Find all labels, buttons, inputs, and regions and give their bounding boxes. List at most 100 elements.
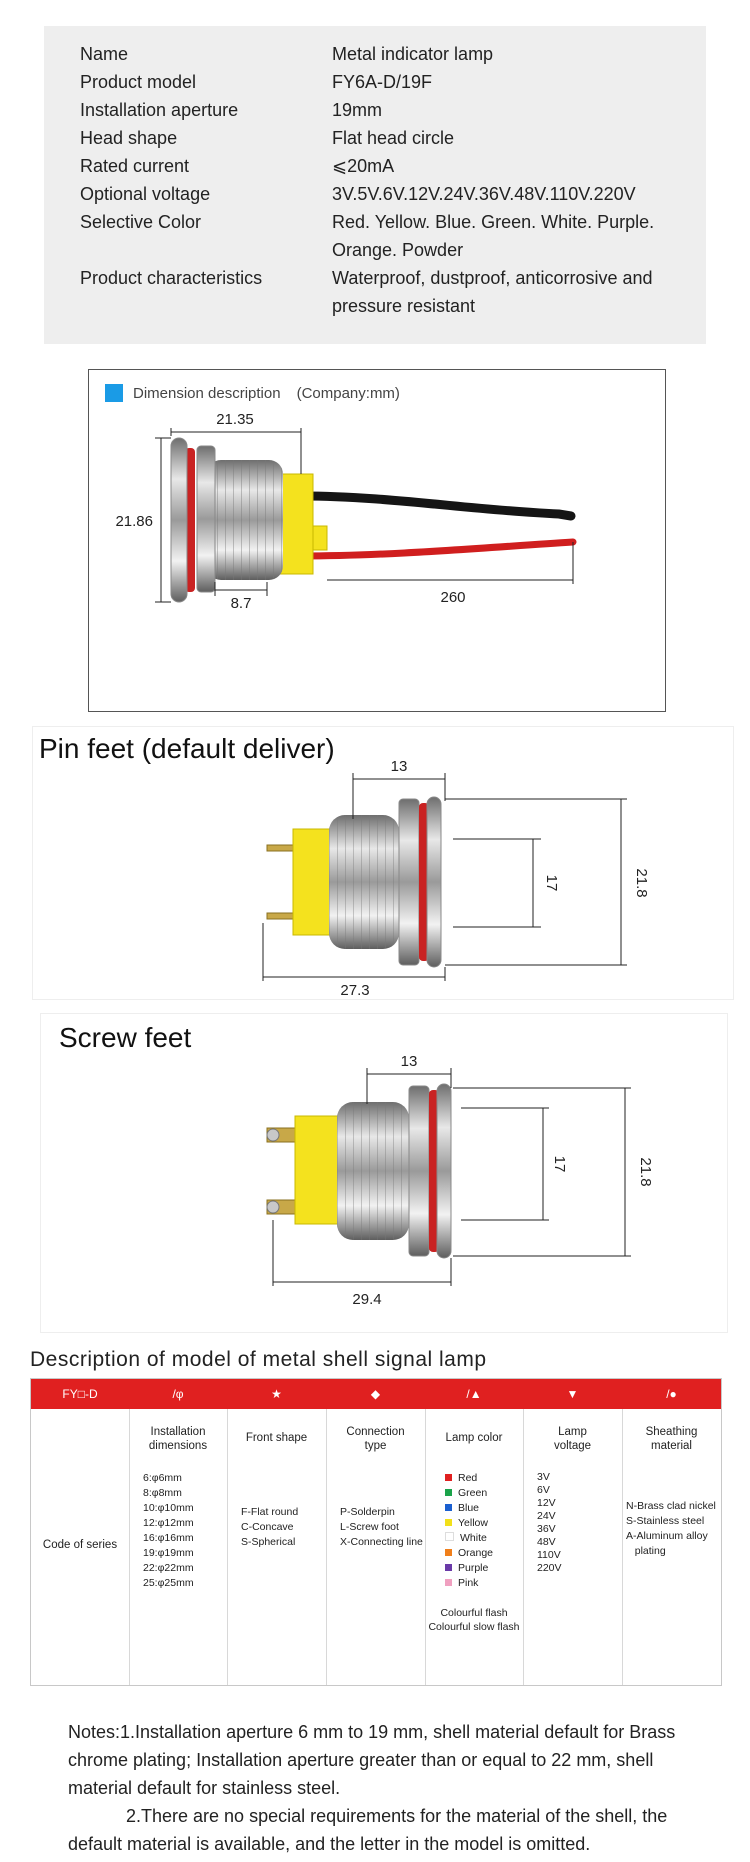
column-label: Lamp voltage bbox=[553, 1426, 592, 1452]
color-swatch bbox=[445, 1579, 452, 1586]
column-divider bbox=[326, 1409, 327, 1685]
color-swatch bbox=[445, 1549, 452, 1556]
list-item: 12:φ12mm bbox=[143, 1516, 194, 1531]
list-item: 110V bbox=[537, 1549, 562, 1562]
column-label: Sheathing material bbox=[645, 1426, 698, 1452]
list-item: 3V bbox=[537, 1471, 562, 1484]
spec-value-cont: Orange. Powder bbox=[332, 240, 464, 260]
list-item-text: 16:φ16mm bbox=[143, 1532, 194, 1544]
list-item: 25:φ25mm bbox=[143, 1576, 194, 1591]
color-swatch bbox=[445, 1489, 452, 1496]
list-item-text: Red bbox=[458, 1472, 478, 1484]
list-item-text: 36V bbox=[537, 1523, 556, 1535]
screw-inner-label: 17 bbox=[551, 1156, 568, 1173]
lamp-side-drawing: 21.35 21.86 8.7 260 bbox=[115, 411, 577, 612]
list-item-text: 48V bbox=[537, 1536, 556, 1548]
spec-value: Metal indicator lamp bbox=[332, 44, 494, 64]
screw-feet-drawing: 13 17 21.8 29.4 bbox=[266, 1053, 654, 1308]
model-header-cell: /φ bbox=[172, 1387, 184, 1401]
pin-feet-panel: Pin feet (default deliver) 13 17 21.8 27… bbox=[32, 726, 734, 1000]
note-2-line: 2.There are no special requirements for … bbox=[126, 1806, 668, 1826]
list-item: Red bbox=[445, 1471, 493, 1486]
list-item: Blue bbox=[445, 1501, 493, 1516]
screw-feet-panel: Screw feet 13 17 21.8 29.4 bbox=[40, 1013, 728, 1333]
model-table: FY□-D /φ ★ ◆ /▲ ▼ /● Code of series Inst… bbox=[30, 1378, 722, 1686]
list-item: 24V bbox=[537, 1510, 562, 1523]
list-item: 10:φ10mm bbox=[143, 1501, 194, 1516]
column-label: Connection type bbox=[346, 1426, 405, 1452]
list-item: 36V bbox=[537, 1523, 562, 1536]
spec-value: Waterproof, dustproof, anticorrosive and bbox=[332, 268, 653, 288]
list-item-text: L-Screw foot bbox=[340, 1521, 399, 1533]
list-item-text: P-Solderpin bbox=[340, 1506, 395, 1518]
model-title: Description of model of metal shell sign… bbox=[30, 1348, 487, 1371]
model-header-cell: FY□-D bbox=[62, 1387, 98, 1401]
list-item: C-Concave bbox=[241, 1520, 298, 1535]
list-item-text: 220V bbox=[537, 1562, 562, 1574]
dimension-unit: (Company:mm) bbox=[296, 385, 400, 402]
color-swatch bbox=[445, 1532, 454, 1541]
list-item-text: 12V bbox=[537, 1497, 556, 1509]
list-item-text: 19:φ19mm bbox=[143, 1547, 194, 1559]
list-item-text: plating bbox=[626, 1545, 666, 1557]
spec-key: Installation aperture bbox=[80, 100, 239, 120]
list-item: White bbox=[445, 1531, 493, 1546]
dim-thread-label: 8.7 bbox=[231, 595, 252, 612]
list-item-text: 12:φ12mm bbox=[143, 1517, 194, 1529]
note-1: Notes:1.Installation aperture 6 mm to 19… bbox=[68, 1718, 728, 1802]
list-item-text: N-Brass clad nickel bbox=[626, 1500, 716, 1512]
screw-total-label: 29.4 bbox=[352, 1291, 381, 1308]
list-item-text: S-Stainless steel bbox=[626, 1515, 705, 1527]
list-item-text: Pink bbox=[458, 1577, 479, 1589]
column-divider bbox=[129, 1409, 130, 1685]
spec-value: Red. Yellow. Blue. Green. White. Purple. bbox=[332, 212, 655, 232]
spec-value: 3V.5V.6V.12V.24V.36V.48V.110V.220V bbox=[332, 184, 636, 204]
spec-key: Head shape bbox=[80, 128, 178, 148]
list-item: 19:φ19mm bbox=[143, 1546, 194, 1561]
column-divider bbox=[425, 1409, 426, 1685]
list-item: L-Screw foot bbox=[340, 1520, 423, 1535]
column-divider bbox=[523, 1409, 524, 1685]
list-item: 22:φ22mm bbox=[143, 1561, 194, 1576]
spec-value: 19mm bbox=[332, 100, 383, 120]
model-header-cell: /● bbox=[666, 1387, 677, 1401]
dim-diameter-label: 21.86 bbox=[115, 513, 153, 530]
list-item: Green bbox=[445, 1486, 493, 1501]
list-item-text: Green bbox=[458, 1487, 488, 1499]
spec-key: Name bbox=[80, 44, 129, 64]
list-item: plating bbox=[626, 1544, 716, 1559]
color-swatch bbox=[445, 1564, 452, 1571]
series-label: Code of series bbox=[42, 1539, 118, 1551]
list-item-text: 6:φ6mm bbox=[143, 1472, 182, 1484]
spec-key: Product characteristics bbox=[80, 268, 263, 288]
list-item-text: F-Flat round bbox=[241, 1506, 299, 1518]
spec-value: Flat head circle bbox=[332, 128, 455, 148]
list-item-text: 8:φ8mm bbox=[143, 1487, 182, 1499]
screw-outer-label: 21.8 bbox=[637, 1157, 654, 1186]
list-item-text: 22:φ22mm bbox=[143, 1562, 194, 1574]
list-item: 220V bbox=[537, 1562, 562, 1575]
model-header-row: FY□-D /φ ★ ◆ /▲ ▼ /● bbox=[31, 1379, 721, 1409]
list-item: X-Connecting line bbox=[340, 1535, 423, 1550]
list-item: F-Flat round bbox=[241, 1505, 298, 1520]
list-item-text: Orange bbox=[458, 1547, 494, 1559]
list-item-text: C-Concave bbox=[241, 1521, 294, 1533]
column-divider bbox=[227, 1409, 228, 1685]
pin-total-label: 27.3 bbox=[340, 982, 369, 999]
dimension-panel: Dimension description(Company:mm) bbox=[88, 369, 666, 712]
list-item-text: Purple bbox=[458, 1562, 489, 1574]
list-item-text: A-Aluminum alloy bbox=[626, 1530, 708, 1542]
list-item: Yellow bbox=[445, 1516, 493, 1531]
column-label: Lamp color bbox=[445, 1432, 503, 1444]
list-item-text: 110V bbox=[537, 1549, 561, 1561]
list-item-text: 24V bbox=[537, 1510, 556, 1522]
list-item: P-Solderpin bbox=[340, 1505, 423, 1520]
pin-outer-label: 21.8 bbox=[633, 868, 650, 897]
lamp-color-extra: Colourful flash bbox=[440, 1607, 508, 1619]
list-item: S-Stainless steel bbox=[626, 1514, 716, 1529]
